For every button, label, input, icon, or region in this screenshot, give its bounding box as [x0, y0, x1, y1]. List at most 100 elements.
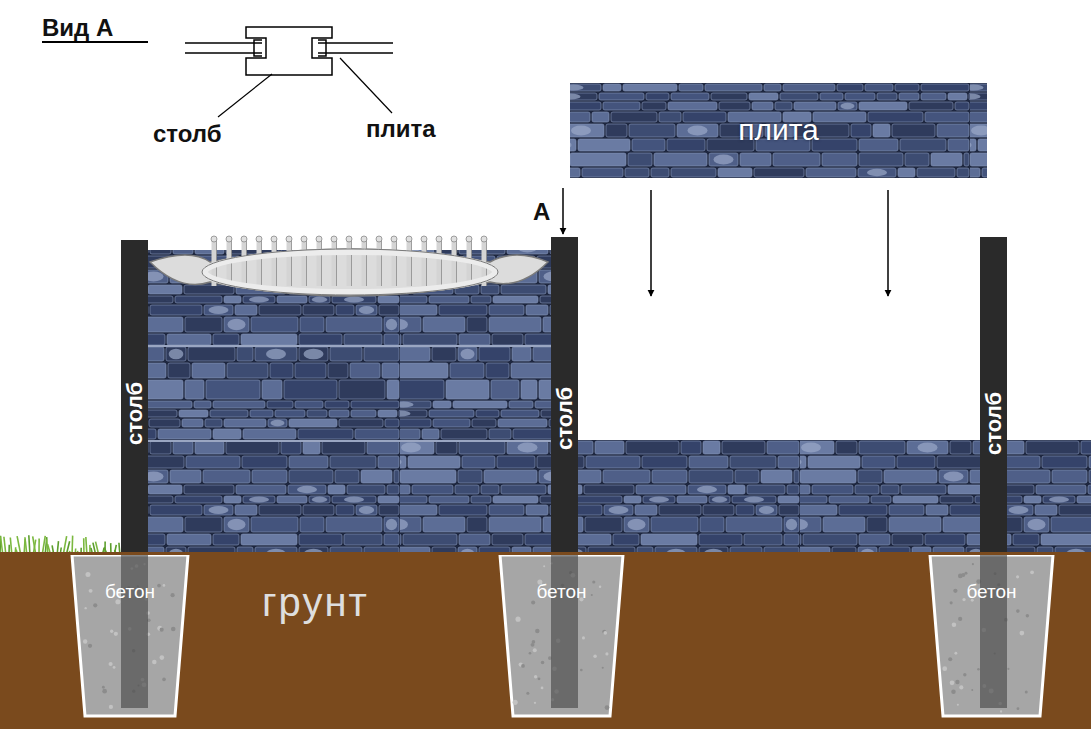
- aggregate: [605, 652, 608, 655]
- railing-bar: [257, 240, 262, 286]
- railing-shade: [381, 240, 382, 286]
- railing-shade: [336, 240, 337, 286]
- aggregate: [954, 652, 957, 655]
- railing-shade: [321, 240, 322, 286]
- aggregate: [950, 601, 953, 604]
- aggregate: [953, 589, 957, 593]
- aggregate: [160, 655, 165, 660]
- shape-outline: [70, 555, 190, 718]
- aggregate: [93, 603, 97, 607]
- footing-label: бетон: [70, 581, 190, 603]
- panel-seam: [148, 440, 551, 442]
- footing-label: бетон: [928, 581, 1055, 603]
- aggregate: [593, 655, 597, 659]
- railing-shade: [441, 240, 442, 286]
- concrete-footing: бетон: [498, 555, 625, 718]
- embedded-post: [121, 555, 148, 708]
- railing-bar: [287, 240, 292, 286]
- fence-plate: плита: [570, 83, 987, 178]
- aggregate: [959, 685, 963, 689]
- post-label: столб: [980, 392, 1007, 455]
- railing-bar: [347, 240, 352, 286]
- railing-bar: [422, 240, 427, 286]
- view-marker: А: [533, 198, 550, 226]
- aggregate: [102, 686, 105, 689]
- railing-tip: [481, 236, 487, 242]
- aggregate: [160, 628, 164, 632]
- aggregate: [533, 648, 537, 652]
- aggregate: [114, 632, 118, 636]
- aggregate: [1016, 575, 1019, 578]
- railing-tip: [406, 236, 412, 242]
- aggregate: [84, 607, 86, 609]
- aggregate: [1019, 631, 1024, 636]
- plate-end: [254, 40, 262, 56]
- aggregate: [950, 680, 955, 685]
- wall-panel: [578, 440, 980, 558]
- railing-tip: [211, 236, 217, 242]
- aggregate: [605, 705, 610, 710]
- plate-edge: [318, 42, 393, 44]
- railing-shade: [411, 240, 412, 286]
- shape-outline: [928, 555, 1055, 718]
- railing-tip: [301, 236, 307, 242]
- aggregate: [152, 660, 156, 664]
- view-arrow: [562, 188, 564, 234]
- aggregate: [109, 705, 113, 709]
- aggregate: [162, 678, 166, 682]
- footing-outline: [72, 555, 188, 716]
- aggregate: [955, 680, 959, 684]
- railing-tip: [391, 236, 397, 242]
- aggregate: [602, 630, 606, 634]
- ground-label: грунт: [262, 580, 369, 625]
- aggregate: [534, 702, 536, 704]
- railing-bar: [302, 240, 307, 286]
- aggregate: [951, 690, 956, 695]
- railing-bar: [242, 240, 247, 286]
- footing-outline: [930, 555, 1053, 716]
- aggregate: [171, 627, 176, 632]
- plate-edge: [318, 52, 393, 54]
- aggregate: [948, 657, 952, 661]
- plate-label: плита: [570, 113, 987, 147]
- footing-outline: [500, 555, 623, 716]
- railing-tip: [361, 236, 367, 242]
- aggregate: [531, 643, 535, 647]
- plate-end: [318, 40, 326, 56]
- post-label: столб: [121, 382, 148, 445]
- concrete-footing: бетон: [928, 555, 1055, 718]
- aggregate: [963, 673, 966, 676]
- aggregate: [170, 593, 174, 597]
- fence-post: столб: [121, 240, 148, 556]
- install-arrow: [887, 190, 889, 296]
- railing-shade: [351, 240, 352, 286]
- railing-tip: [316, 236, 322, 242]
- wall-panels: [148, 250, 551, 558]
- railing-bar: [452, 240, 457, 286]
- railing-bar: [407, 240, 412, 286]
- shape-outline: [498, 555, 625, 718]
- aggregate: [529, 652, 532, 655]
- railing-tip: [436, 236, 442, 242]
- plate-surface: [570, 83, 987, 178]
- aggregate: [515, 617, 520, 622]
- aggregate: [1000, 710, 1002, 712]
- leader-line: [218, 74, 272, 117]
- railing-shade: [396, 240, 397, 286]
- aggregate: [102, 689, 107, 694]
- railing-tip: [286, 236, 292, 242]
- aggregate: [591, 594, 593, 596]
- railing-bar: [362, 240, 367, 286]
- aggregate: [958, 617, 962, 621]
- railing-tip: [346, 236, 352, 242]
- railing-shade: [366, 240, 367, 286]
- aggregate: [972, 563, 974, 565]
- aggregate: [599, 585, 601, 587]
- railing-bar: [272, 240, 277, 286]
- aggregate: [535, 629, 539, 633]
- ground-band: грунт бетон бетон бетон: [0, 552, 1091, 729]
- plate-edge: [185, 42, 262, 44]
- install-arrow: [650, 190, 652, 296]
- aggregate: [543, 565, 545, 567]
